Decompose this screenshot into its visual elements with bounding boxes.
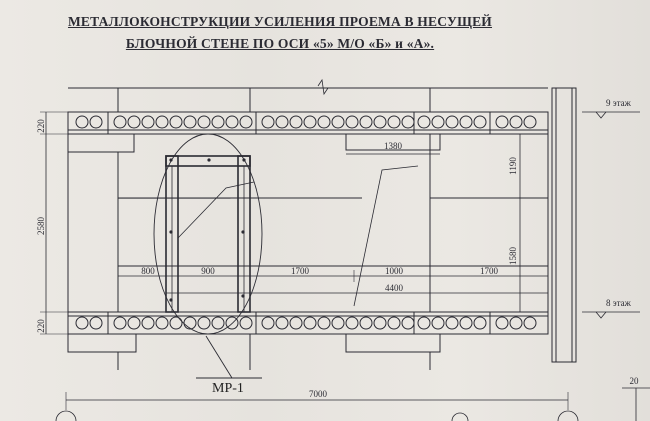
dim-slab-bottom: 220	[36, 319, 46, 333]
drawing-title-line1: МЕТАЛЛОКОНСТРУКЦИИ УСИЛЕНИЯ ПРОЕМА В НЕС…	[67, 14, 493, 29]
callout-leader	[205, 335, 233, 379]
frame-mark-label: МР-1	[212, 381, 244, 396]
axis-bubble	[451, 412, 469, 421]
slab-bottom-cores	[75, 316, 537, 330]
dim-1000: 1000	[385, 266, 404, 276]
dim-800: 800	[141, 266, 155, 276]
drawing-title-line2: БЛОЧНОЙ СТЕНЕ ПО ОСИ «5» М/О «Б» и «А».	[125, 36, 435, 51]
dim-slab-top: 220	[36, 119, 46, 133]
dim-7000: 7000	[309, 389, 328, 399]
frame-anchors	[169, 158, 246, 302]
dim-1700-a: 1700	[291, 266, 310, 276]
axis-bubble	[55, 410, 77, 421]
steel-frame-mr1	[165, 155, 251, 313]
level-label-bottom: 8 этаж	[606, 298, 632, 308]
lower-block	[345, 333, 441, 353]
slab-top	[67, 111, 549, 135]
dim-right-lower: 1580	[508, 247, 518, 266]
dim-wall-height: 2580	[36, 217, 46, 236]
level-label-top: 9 этаж	[606, 98, 632, 108]
dim-900: 900	[201, 266, 215, 276]
dim-right-upper: 1190	[508, 157, 518, 175]
lintel-block	[67, 133, 135, 153]
slab-top-cores	[75, 115, 537, 129]
dim-1700-b: 1700	[480, 266, 499, 276]
callout-ellipse	[153, 133, 263, 335]
slab-bottom	[67, 311, 549, 335]
dim-20: 20	[630, 376, 640, 386]
axis-bubble	[557, 410, 579, 421]
dim-opening-width: 1380	[384, 141, 403, 151]
opening-lintel	[345, 133, 441, 151]
opening-diagonal-right	[353, 165, 419, 307]
opening-diagonal-left	[177, 181, 255, 239]
right-column	[551, 87, 577, 363]
dim-4400: 4400	[385, 283, 404, 293]
lower-block	[67, 333, 137, 353]
